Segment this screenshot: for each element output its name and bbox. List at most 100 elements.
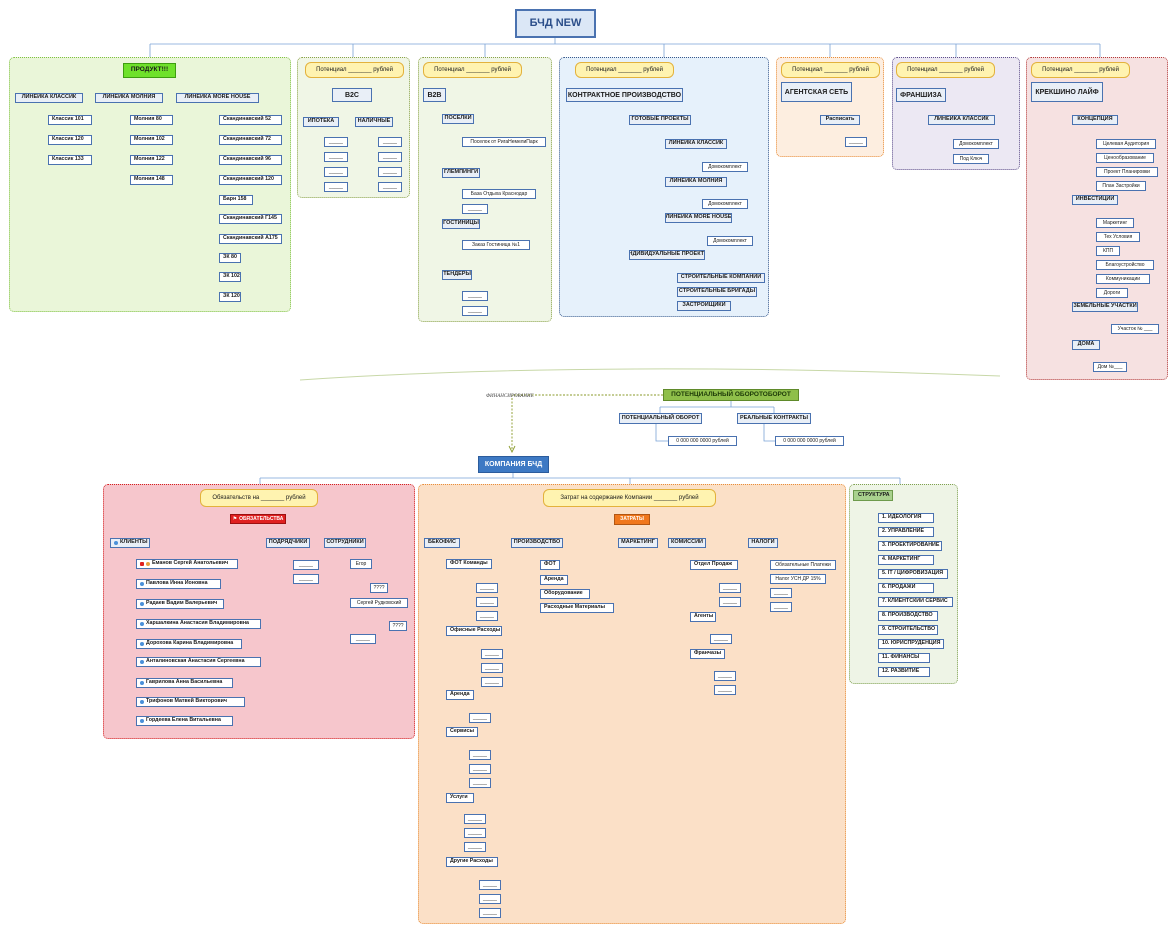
kreksh-item[interactable]: КПП (1096, 246, 1120, 256)
b2c-mortgage[interactable]: ИПОТЕКА (303, 117, 339, 127)
franchise-item[interactable]: Домокомплект (953, 139, 999, 149)
structure-item[interactable]: 11. ФИНАНСЫ (878, 653, 930, 663)
product-item[interactable]: Барн 158 (219, 195, 253, 205)
contract-potential[interactable]: Потенциал _______ рублей (575, 62, 674, 78)
franchise-title[interactable]: ФРАНШИЗА (896, 88, 946, 102)
kreksh-item[interactable]: Ценообразование (1096, 153, 1154, 163)
structure-item[interactable]: 4. МАРКЕТИНГ (878, 555, 934, 565)
b2c-potential[interactable]: Потенциал _______ рублей (305, 62, 404, 78)
product-item[interactable]: Скандинавский 52 (219, 115, 282, 125)
contract-line[interactable]: ЛИНЕЙКА КЛАССИК (665, 139, 727, 149)
blank-node[interactable]: _____ (476, 583, 498, 593)
obligations-badge[interactable]: ⚑ОБЯЗАТЕЛЬСТВА (230, 514, 286, 524)
contract-ind-item[interactable]: СТРОИТЕЛЬНЫЕ БРИГАДЫ (677, 287, 757, 297)
kreksh-item[interactable]: Участок № ___ (1111, 324, 1159, 334)
costs-taxes[interactable]: НАЛОГИ (748, 538, 778, 548)
production-item[interactable]: ФОТ (540, 560, 560, 570)
turnover-real[interactable]: РЕАЛЬНЫЕ КОНТРАКТЫ (737, 413, 811, 424)
blank-node[interactable]: _____ (324, 182, 348, 192)
blank-node[interactable]: _____ (476, 611, 498, 621)
backoffice-group[interactable]: Услуги (446, 793, 474, 803)
structure-item[interactable]: 9. СТРОИТЕЛЬСТВО (878, 625, 938, 635)
contract-ind-item[interactable]: СТРОИТЕЛЬНЫЕ КОМПАНИИ (677, 273, 765, 283)
product-item[interactable]: Скандинавский 120 (219, 175, 282, 185)
blank-node[interactable]: _____ (714, 671, 736, 681)
employee-item[interactable]: Сергей Рудковский (350, 598, 408, 608)
blank-node[interactable]: _____ (464, 842, 486, 852)
costs-backoffice[interactable]: БЕКОФИС (424, 538, 460, 548)
kreksh-item[interactable]: Коммуникации (1096, 274, 1150, 284)
production-item[interactable]: Оборудование (540, 589, 590, 599)
blank-node[interactable]: _____ (324, 167, 348, 177)
blank-node[interactable]: _____ (469, 750, 491, 760)
blank-node[interactable]: _____ (378, 182, 402, 192)
agent-child[interactable]: Расписать (820, 115, 860, 125)
franchise-item[interactable]: Под Ключ (953, 154, 989, 164)
contract-title[interactable]: КОНТРАКТНОЕ ПРОИЗВОДСТВО (566, 88, 683, 102)
blank-node[interactable]: _____ (469, 778, 491, 788)
product-item[interactable]: Молния 148 (130, 175, 173, 185)
product-item[interactable]: Молния 102 (130, 135, 173, 145)
structure-title[interactable]: СТРУКТУРА (853, 490, 893, 501)
client-row[interactable]: Гаврилова Анна Васильевна (136, 678, 233, 688)
b2c-title[interactable]: B2C (332, 88, 372, 102)
blank-node[interactable]: _____ (469, 713, 491, 723)
blank-node[interactable]: _____ (770, 588, 792, 598)
contract-line[interactable]: ЛИНЕЙКА MORE HOUSE (665, 213, 732, 223)
blank-node[interactable]: _____ (378, 152, 402, 162)
backoffice-group[interactable]: ФОТ Команды (446, 559, 492, 569)
client-row[interactable]: Анталиновская Анастасия Сергеевна (136, 657, 261, 667)
backoffice-group[interactable]: Другие Расходы (446, 857, 498, 867)
line-morehouse[interactable]: ЛИНЕЙКА MORE HOUSE (176, 93, 259, 103)
b2b-title[interactable]: B2B (423, 88, 446, 102)
turnover-potential-value[interactable]: 0 000 000 0000 рублей (668, 436, 737, 446)
product-item[interactable]: ЗК 102 (219, 272, 241, 282)
product-item[interactable]: Молния 80 (130, 115, 173, 125)
turnover-real-value[interactable]: 0 000 000 0000 рублей (775, 436, 844, 446)
structure-item[interactable]: 5. IT / ЦИФРОВИЗАЦИЯ (878, 569, 948, 579)
blank-node[interactable]: _____ (481, 649, 503, 659)
structure-item[interactable]: 2. УПРАВЛЕНИЕ (878, 527, 934, 537)
product-item[interactable]: ЗК 120 (219, 292, 241, 302)
backoffice-group[interactable]: Сервисы (446, 727, 478, 737)
blank-node[interactable]: _____ (293, 574, 319, 584)
b2b-item[interactable]: Заказ Гостиница №1 (462, 240, 530, 250)
blank-node[interactable]: _____ (476, 597, 498, 607)
blank-node[interactable]: _____ (350, 634, 376, 644)
kreksh-group[interactable]: ИНВЕСТИЦИИ (1072, 195, 1118, 205)
b2b-glamping[interactable]: ГЛЕМПИНГИ (442, 168, 480, 178)
structure-item[interactable]: 10. ЮРИСПРУДЕНЦИЯ (878, 639, 944, 649)
b2b-tenders[interactable]: ТЕНДЕРЫ (442, 270, 472, 280)
kreksh-item[interactable]: Маркетинг (1096, 218, 1134, 228)
client-row[interactable]: Дорохова Карина Владимировна (136, 639, 242, 649)
costs-commissions[interactable]: КОМИССИИ (668, 538, 706, 548)
b2b-hotels[interactable]: ГОСТИНИЦЫ (442, 219, 480, 229)
blank-node[interactable]: _____ (462, 306, 488, 316)
blank-node[interactable]: _____ (378, 137, 402, 147)
kreksh-item[interactable]: Дороги (1096, 288, 1128, 298)
product-item[interactable]: Молния 122 (130, 155, 173, 165)
client-row[interactable]: Гордеева Елена Витальевна (136, 716, 233, 726)
kreksh-potential[interactable]: Потенциал _______ рублей (1031, 62, 1130, 78)
product-item[interactable]: Скандинавский Г145 (219, 214, 282, 224)
product-item[interactable]: Скандинавский А175 (219, 234, 282, 244)
tax-item[interactable]: Обязательные Платежи (770, 560, 836, 570)
commission-item[interactable]: Отдел Продаж (690, 560, 738, 570)
blank-node[interactable]: _____ (293, 560, 319, 570)
contract-sub[interactable]: Домокомплект (702, 199, 748, 209)
product-item[interactable]: Скандинавский 96 (219, 155, 282, 165)
client-row[interactable]: Еманов Сергей Анатольевич (136, 559, 238, 569)
employees-title[interactable]: СОТРУДНИКИ (324, 538, 366, 548)
structure-item[interactable]: 12. РАЗВИТИЕ (878, 667, 930, 677)
tax-item[interactable]: Налог УСН ДР 15% (770, 574, 826, 584)
blank-node[interactable]: _____ (845, 137, 867, 147)
blank-node[interactable]: _____ (479, 880, 501, 890)
kreksh-item[interactable]: План Застройки (1096, 181, 1146, 191)
b2c-cash[interactable]: НАЛИЧНЫЕ (355, 117, 393, 127)
costs-production[interactable]: ПРОИЗВОДСТВО (511, 538, 563, 548)
backoffice-group[interactable]: Офисные Расходы (446, 626, 502, 636)
kreksh-item[interactable]: Дом №___ (1093, 362, 1127, 372)
kreksh-group[interactable]: ДОМА (1072, 340, 1100, 350)
line-molniya[interactable]: ЛИНЕЙКА МОЛНИЯ (95, 93, 163, 103)
production-item[interactable]: Аренда (540, 575, 568, 585)
